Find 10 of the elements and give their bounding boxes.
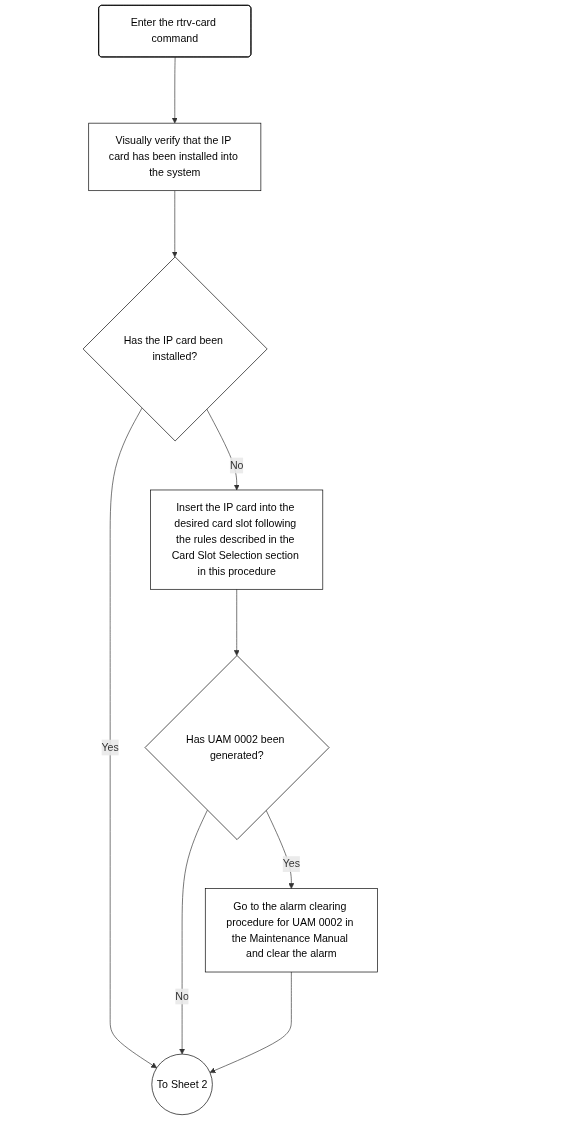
node-box: Visually verify that the IP card has been installed into the system: [88, 122, 262, 191]
edge-label: No: [175, 990, 189, 1002]
edge-label: No: [229, 459, 244, 471]
node-box: Go to the alarm clearing procedure for UAM 0002 in the Maintenance Manual and clear the alarm: [204, 888, 378, 973]
node-box: Insert the IP card into the desired card slot following the rules described in the Card Slot Selection section in this procedure: [150, 489, 324, 590]
edge-label: Yes: [282, 858, 300, 870]
node-diamond: Has the IP card been installed?: [82, 256, 268, 442]
node-diamond: Has UAM 0002 been generated?: [144, 655, 330, 840]
node-circle: To Sheet 2: [151, 1053, 213, 1116]
edge-label: Yes: [101, 741, 119, 753]
